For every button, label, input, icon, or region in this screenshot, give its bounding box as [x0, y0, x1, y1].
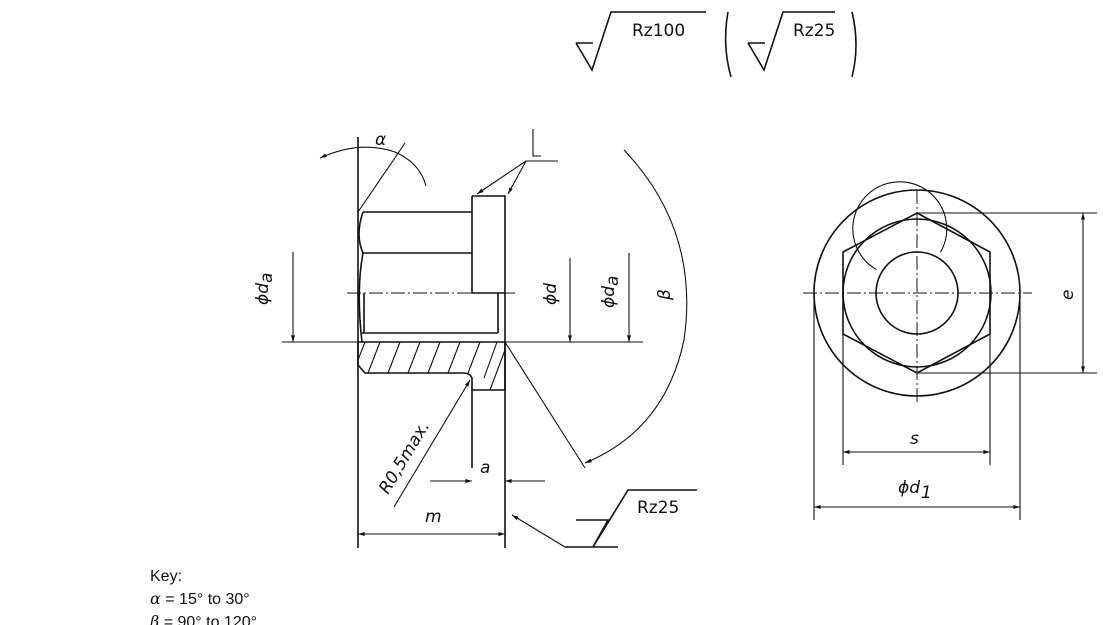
key-alpha: α = 15° to 30° — [150, 589, 250, 608]
svg-text:a: a — [603, 276, 623, 286]
rz25-bracket-label: Rz25 — [793, 21, 835, 41]
bracket-open — [724, 11, 732, 78]
svg-text:ϕd: ϕd — [898, 478, 920, 498]
svg-text:ϕd: ϕd — [599, 286, 619, 308]
svg-text:ϕd: ϕd — [253, 283, 273, 305]
key-legend: Key: α = 15° to 30° β = 90° to 120° — [150, 566, 257, 625]
phi-d1-label: ϕd 1 — [898, 478, 932, 503]
rz25-face-label: Rz25 — [637, 498, 679, 518]
side-view: α ⊏ β ϕd a ϕd ϕd a R0,5max. a m — [253, 129, 697, 548]
beta-label: β — [655, 289, 675, 301]
bracket-close — [851, 11, 857, 78]
key-title: Key: — [150, 568, 183, 585]
phi-da-right-label: ϕd a — [599, 276, 623, 308]
e-label: e — [1058, 290, 1078, 300]
front-view: e s ϕd 1 — [803, 181, 1097, 520]
surface-symbol-rz100: Rz100 — [575, 11, 706, 72]
a-label: a — [480, 458, 490, 478]
svg-text:1: 1 — [921, 483, 932, 503]
s-label: s — [910, 429, 919, 449]
rz100-label: Rz100 — [632, 21, 685, 41]
alpha-label: α — [375, 130, 386, 150]
phi-d-label: ϕd — [541, 283, 561, 305]
surface-symbol-rz25-bracket: Rz25 — [747, 11, 835, 72]
m-label: m — [425, 507, 442, 527]
svg-text:a: a — [257, 273, 277, 283]
phi-da-left-label: ϕd a — [253, 273, 277, 305]
radius-label: R0,5max. — [375, 418, 434, 498]
key-beta: β = 90° to 120° — [150, 612, 258, 625]
